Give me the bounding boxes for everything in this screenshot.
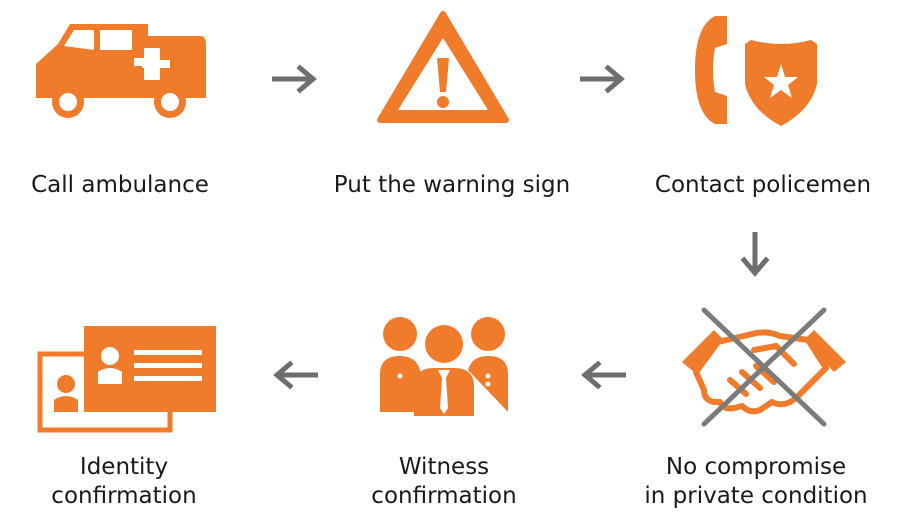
step-label-identity-confirmation: Identity confirmation [51, 454, 197, 509]
crossed-handshake-icon [682, 307, 846, 427]
step-label-warning-sign: Put the warning sign [333, 172, 571, 198]
step-label-no-compromise: No compromise in private condition [644, 454, 868, 509]
id-cards-icon [37, 326, 216, 433]
phone-police-shield-icon [695, 16, 817, 126]
arrow-down [740, 232, 770, 277]
step-label-contact-policemen: Contact policemen [654, 172, 872, 198]
step-label-witness-confirmation: Witness confirmation [371, 454, 517, 509]
arrow-left-1 [273, 360, 318, 390]
arrow-left-2 [581, 360, 626, 390]
arrow-right-2 [580, 64, 625, 94]
witnesses-icon [380, 317, 508, 416]
arrow-right-1 [272, 64, 317, 94]
ambulance-icon [36, 24, 206, 118]
step-label-call-ambulance: Call ambulance [31, 172, 209, 198]
warning-sign-icon [377, 11, 509, 123]
